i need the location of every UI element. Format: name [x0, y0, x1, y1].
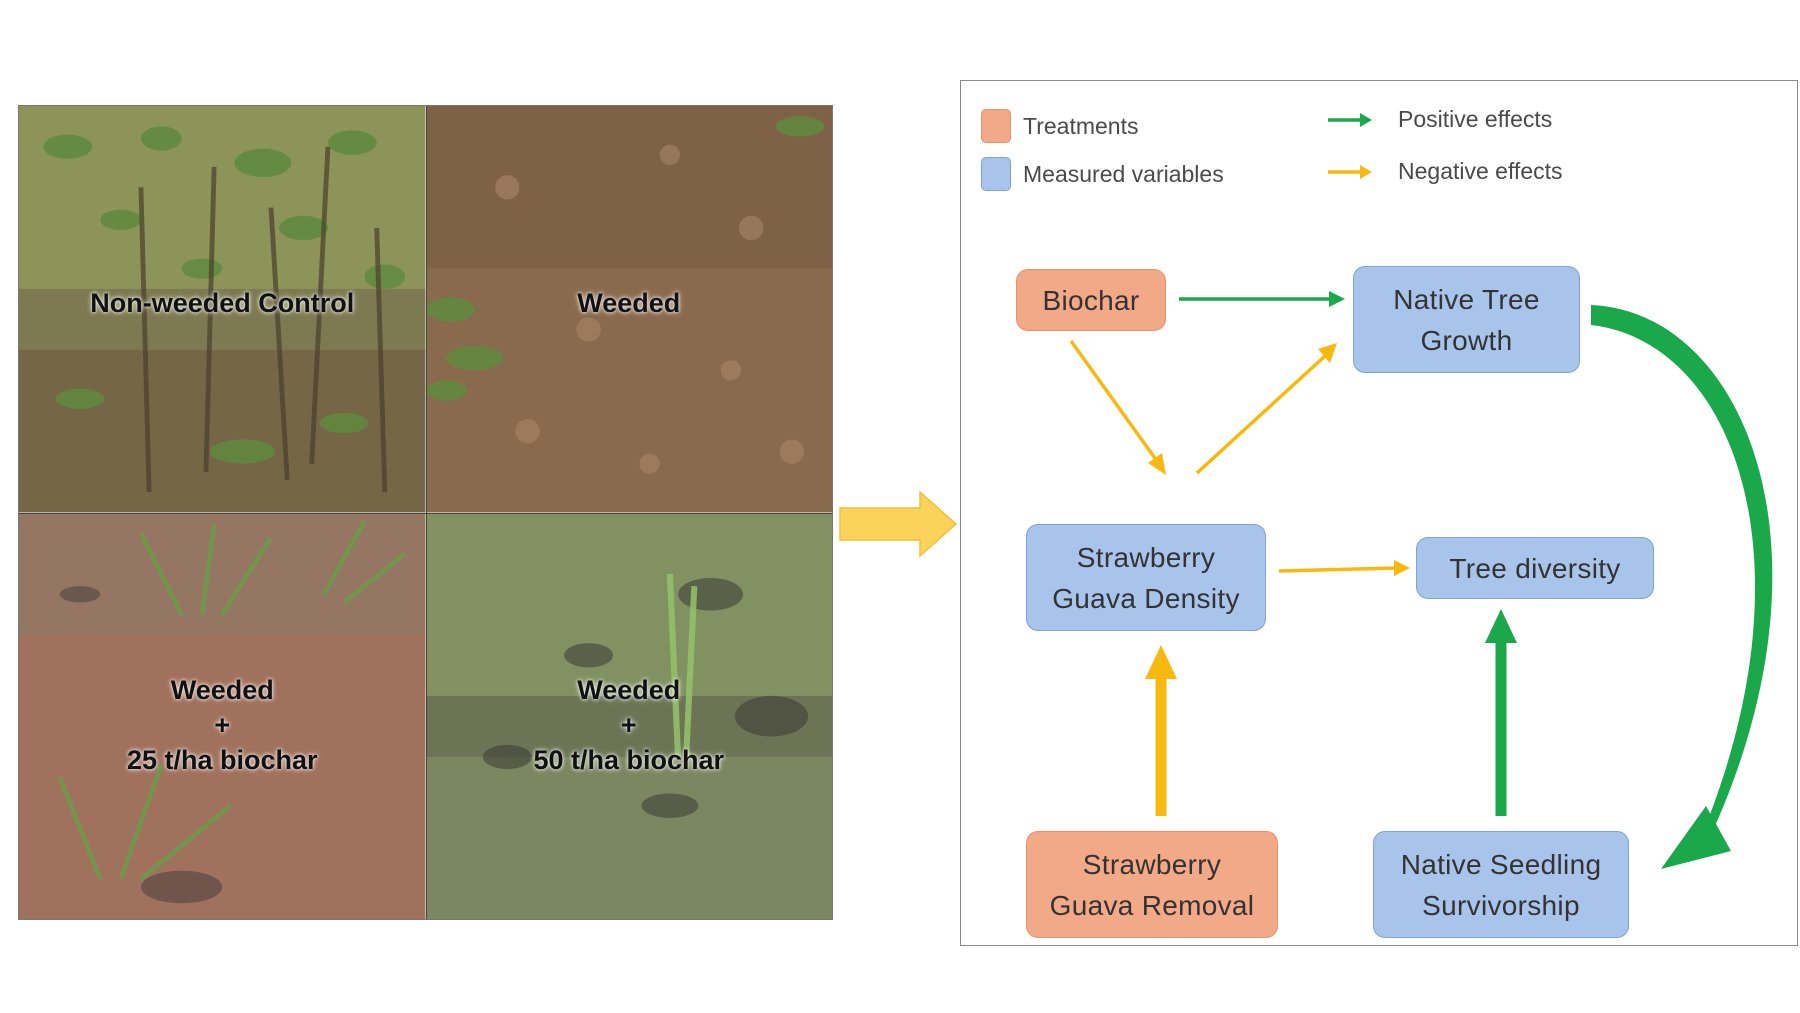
path-diagram-panel: Treatments Measured variables Positive e… — [960, 80, 1798, 946]
diagram-arrows — [1069, 291, 1773, 869]
node-label-line: Guava Density — [1052, 582, 1240, 614]
node-strawberry-guava-removal: Strawberry Guava Removal — [1026, 831, 1278, 938]
treatment-photo-grid: Non-weeded Control Weeded — [18, 105, 833, 920]
photo-label-non-weeded-control: Non-weeded Control — [19, 286, 426, 321]
photo-label-weeded: Weeded — [426, 286, 833, 321]
arrow-guava-density-to-tree-diversity — [1278, 560, 1410, 576]
photo-label-weeded-50-biochar: Weeded + 50 t/ha biochar — [426, 673, 833, 778]
node-label-line: Native Tree — [1393, 283, 1540, 315]
photo-weeded: Weeded — [425, 106, 833, 513]
legend-positive-label: Positive effects — [1398, 106, 1553, 132]
photo-label-line: + — [620, 709, 637, 740]
node-biochar: Biochar — [1016, 269, 1166, 331]
photo-weeded-50-biochar: Weeded + 50 t/ha biochar — [425, 512, 833, 919]
photo-label-line: Non-weeded Control — [90, 288, 355, 318]
node-label-line: Native Seedling — [1400, 848, 1602, 880]
photo-label-weeded-25-biochar: Weeded + 25 t/ha biochar — [19, 673, 426, 778]
photo-label-line: Weeded — [577, 674, 681, 705]
biochar-25-photo-image — [19, 512, 426, 919]
photo-label-line: 25 t/ha biochar — [126, 744, 318, 775]
vegetation-photo-image — [19, 106, 426, 513]
node-label-line: Guava Removal — [1049, 889, 1255, 921]
legend-measured-variables: Measured variables — [981, 157, 1224, 191]
negative-arrow-icon — [1328, 164, 1372, 179]
node-tree-diversity: Tree diversity — [1416, 537, 1654, 599]
photo-label-line: Weeded — [170, 674, 274, 705]
soil-photo-image — [425, 106, 832, 513]
node-label-line: Strawberry — [1076, 541, 1216, 573]
measured-swatch — [981, 157, 1011, 191]
legend-negative-effects: Negative effects — [1326, 158, 1563, 185]
arrow-seedling-survivorship-to-tree-diversity — [1485, 609, 1517, 816]
arrow-biochar-to-native-tree-growth — [1179, 291, 1345, 307]
node-native-seedling-survivorship: Native Seedling Survivorship — [1373, 831, 1629, 938]
node-label-line: Biochar — [1042, 284, 1140, 316]
legend-measured-label: Measured variables — [1023, 160, 1224, 187]
legend-negative-label: Negative effects — [1398, 158, 1563, 184]
arrow-guava-removal-to-guava-density — [1145, 645, 1177, 816]
node-label-line: Tree diversity — [1449, 552, 1621, 584]
grid-divider-horizontal — [19, 512, 832, 514]
photo-label-line: Weeded — [577, 288, 681, 318]
node-native-tree-growth: Native Tree Growth — [1353, 266, 1580, 373]
node-label-line: Growth — [1420, 324, 1513, 356]
big-right-arrow-icon — [839, 490, 958, 558]
photo-non-weeded-control: Non-weeded Control — [19, 106, 426, 513]
positive-arrow-icon — [1328, 112, 1372, 127]
photo-weeded-25-biochar: Weeded + 25 t/ha biochar — [19, 512, 426, 919]
biochar-50-photo-image — [425, 512, 832, 919]
node-label-line: Survivorship — [1422, 889, 1580, 921]
legend-treatments-label: Treatments — [1023, 112, 1139, 139]
photo-label-line: 50 t/ha biochar — [533, 744, 725, 775]
node-strawberry-guava-density: Strawberry Guava Density — [1026, 524, 1266, 631]
legend-positive-effects: Positive effects — [1326, 106, 1552, 133]
arrow-biochar-to-guava-density — [1069, 339, 1166, 475]
node-label-line: Strawberry — [1082, 848, 1222, 880]
photo-label-line: + — [214, 709, 231, 740]
legend-treatments: Treatments — [981, 109, 1138, 143]
treatment-swatch — [981, 109, 1011, 143]
arrow-guava-density-to-native-tree-growth — [1195, 343, 1337, 475]
